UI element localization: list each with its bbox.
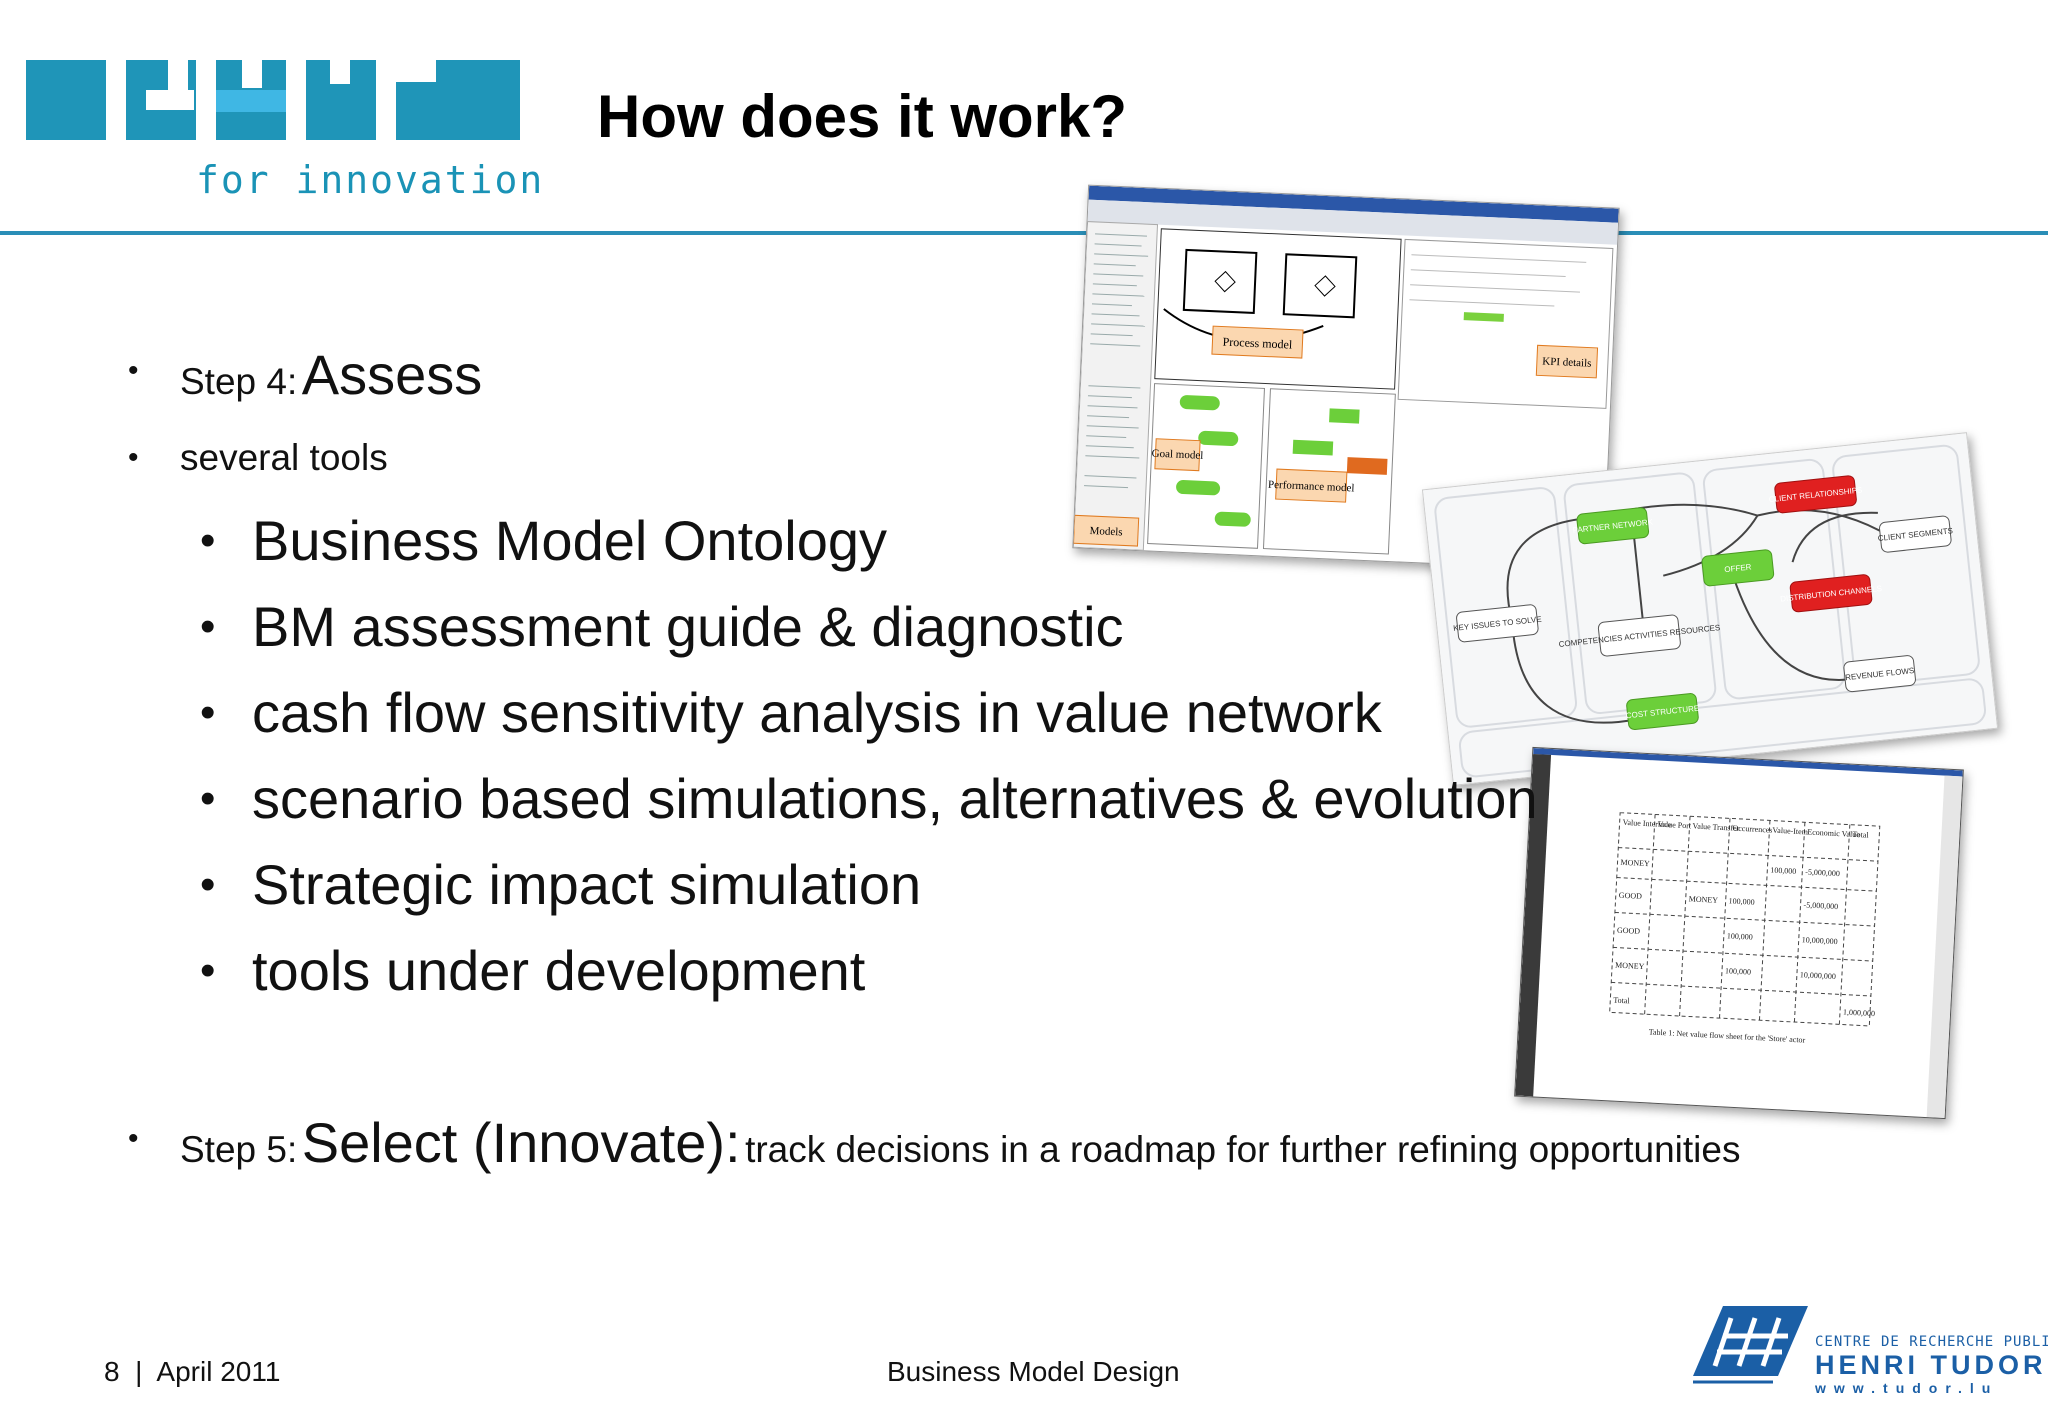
svg-text:Goal model: Goal model	[1151, 448, 1203, 462]
tool-item-text: cash flow sensitivity analysis in value …	[252, 681, 1382, 744]
svg-text:Economic Value: Economic Value	[1807, 827, 1860, 839]
svg-text:100,000: 100,000	[1728, 896, 1754, 906]
svg-text:-5,000,000: -5,000,000	[1803, 900, 1838, 911]
bullet-dot: •	[128, 441, 139, 474]
bullet-dot: •	[200, 946, 216, 995]
several-tools-text: several tools	[180, 437, 388, 478]
bullet-dot: •	[200, 860, 216, 909]
svg-text:MONEY: MONEY	[1615, 961, 1645, 972]
henri-tudor-logo: CENTRE DE RECHERCHE PUBLIC HENRI TUDOR w…	[1693, 1306, 2048, 1398]
bullet-dot: •	[200, 774, 216, 823]
svg-text:Table 1: Net value flow sheet: Table 1: Net value flow sheet for the 'S…	[1648, 1027, 1805, 1044]
svg-text:Value Port: Value Port	[1657, 820, 1692, 831]
svg-text:10,000,000: 10,000,000	[1801, 935, 1837, 946]
svg-text:-5,000,000: -5,000,000	[1805, 867, 1840, 878]
logo-tagline: for innovation	[196, 158, 545, 202]
svg-text:GOOD: GOOD	[1617, 926, 1641, 936]
svg-text:Performance model: Performance model	[1268, 479, 1355, 495]
svg-text:MONEY: MONEY	[1688, 894, 1718, 905]
footer-title: Business Model Design	[887, 1356, 1180, 1387]
step5-main: Select (Innovate):	[301, 1111, 741, 1174]
tool-item-text: Business Model Ontology	[252, 509, 888, 572]
tudor-line3: www.tudor.lu	[1815, 1380, 1999, 1396]
svg-text:1,000,000: 1,000,000	[1843, 1008, 1875, 1019]
svg-text:KPI details: KPI details	[1542, 356, 1592, 370]
tool-item-text: BM assessment guide & diagnostic	[252, 595, 1124, 658]
tudor-emblem-icon	[1693, 1306, 1808, 1384]
step5-prefix: Step 5:	[180, 1129, 298, 1170]
svg-text:Value-Item: Value-Item	[1772, 826, 1809, 837]
svg-text:Total: Total	[1613, 996, 1631, 1006]
svg-text:GOOD: GOOD	[1619, 891, 1643, 901]
svg-text:100,000: 100,000	[1725, 966, 1751, 976]
svg-text:Models: Models	[1089, 525, 1122, 538]
footer-page-date: 8 | April 2011	[104, 1356, 281, 1387]
header-divider	[0, 231, 2048, 235]
tudor-line2: HENRI TUDOR	[1815, 1350, 2047, 1380]
svg-text:MONEY: MONEY	[1620, 858, 1650, 869]
bullet-dot: •	[128, 1122, 139, 1155]
bullet-dot: •	[200, 602, 216, 651]
svg-text:100,000: 100,000	[1727, 931, 1753, 941]
tool-item-text: Strategic impact simulation	[252, 853, 922, 916]
for-innovation-logo	[26, 60, 520, 140]
svg-text:Value Transfer: Value Transfer	[1692, 821, 1740, 832]
value-flow-table-screenshot: Value Interface Value Port Value Transfe…	[1514, 746, 1964, 1120]
bullet-dot: •	[200, 516, 216, 565]
svg-text:10,000,000: 10,000,000	[1800, 970, 1836, 981]
business-model-canvas-screenshot: PARTNER NETWORK OFFER CLIENT RELATIONSHI…	[1421, 432, 1999, 786]
modeling-tool-screenshot: Process model KPI details Goal model Per…	[1072, 184, 1620, 572]
svg-text:Occurrences: Occurrences	[1732, 824, 1772, 835]
svg-text:Total: Total	[1852, 830, 1870, 840]
svg-text:OFFER: OFFER	[1724, 562, 1752, 574]
tool-item-text: scenario based simulations, alternatives…	[252, 767, 1538, 830]
bullet-dot: •	[128, 354, 139, 387]
step5-rest: track decisions in a roadmap for further…	[745, 1129, 1741, 1170]
step4-main: Assess	[301, 343, 483, 406]
svg-text:Process model: Process model	[1222, 335, 1293, 352]
tudor-line1: CENTRE DE RECHERCHE PUBLIC	[1815, 1334, 2048, 1350]
tool-item-text: tools under development	[252, 939, 866, 1002]
svg-text:100,000: 100,000	[1770, 866, 1796, 876]
step4-prefix: Step 4:	[180, 361, 298, 402]
svg-text:Value Interface: Value Interface	[1622, 818, 1671, 830]
slide-title: How does it work?	[597, 83, 1128, 150]
bullet-dot: •	[200, 688, 216, 737]
